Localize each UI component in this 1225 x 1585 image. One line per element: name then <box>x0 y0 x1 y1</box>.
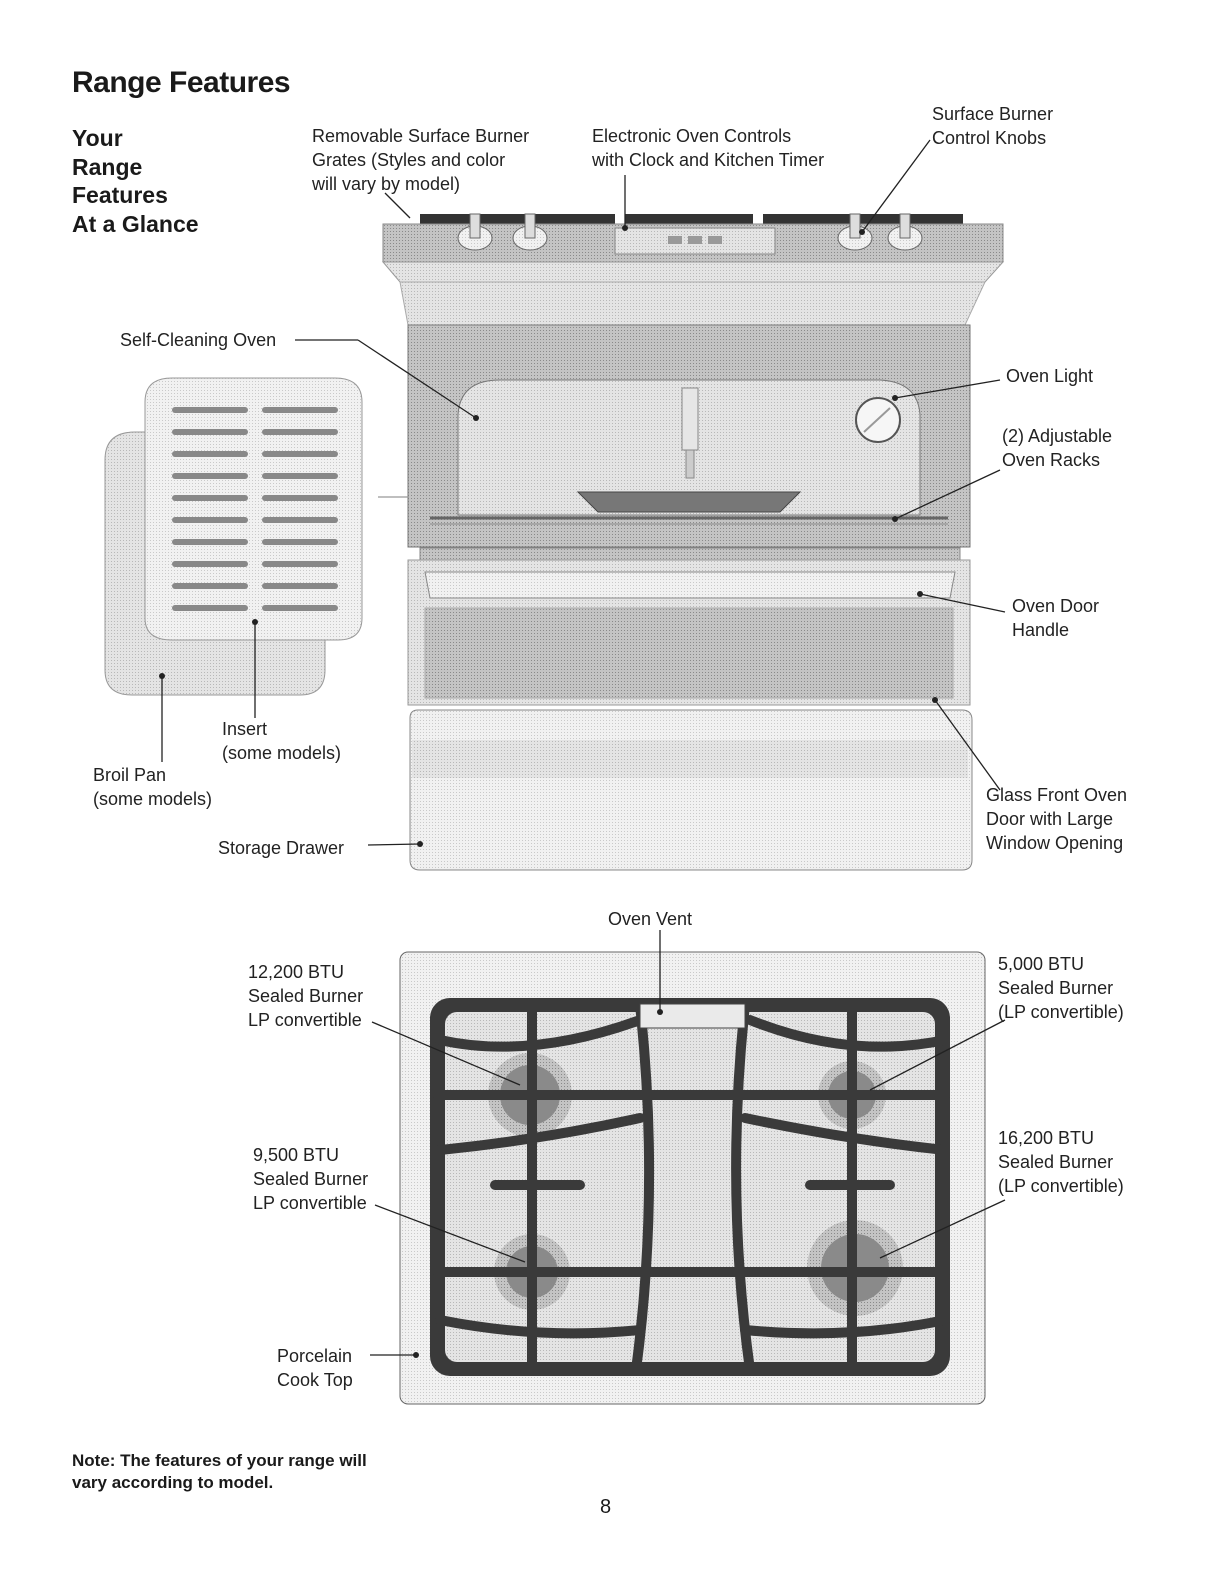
label-glass-door: Glass Front Oven Door with Large Window … <box>986 785 1128 853</box>
page-title: Range Features <box>72 66 291 99</box>
label-door-handle: Oven Door Handle <box>1012 596 1100 640</box>
oven-rack <box>430 516 948 525</box>
label-broil-pan: Broil Pan (some models) <box>93 765 213 809</box>
note-text: Note: The features of your range will va… <box>72 1451 367 1492</box>
range-front <box>381 213 1005 871</box>
label-cooktop: Porcelain Cook Top <box>277 1346 353 1390</box>
leader-lines <box>161 139 1006 1356</box>
page-subtitle: Your Range Features At a Glance <box>72 125 199 237</box>
storage-drawer <box>409 709 973 871</box>
page-number: 8 <box>600 1496 612 1518</box>
label-self-clean: Self-Cleaning Oven <box>120 330 277 350</box>
label-racks: (2) Adjustable Oven Racks <box>1002 426 1113 470</box>
label-storage-drawer: Storage Drawer <box>218 838 345 858</box>
label-burner-right-rear: 16,200 BTU Sealed Burner (LP convertible… <box>998 1128 1124 1196</box>
left-control-knobs <box>457 213 548 251</box>
label-grates: Removable Surface Burner Grates (Styles … <box>312 126 530 194</box>
label-burner-right-front: 5,000 BTU Sealed Burner (LP convertible) <box>998 954 1124 1022</box>
label-controls: Electronic Oven Controls with Clock and … <box>592 126 825 170</box>
label-oven-vent: Oven Vent <box>608 909 693 929</box>
label-insert: Insert (some models) <box>222 719 342 763</box>
electronic-controls-panel <box>614 225 776 255</box>
label-burner-left-rear: 9,500 BTU Sealed Burner LP convertible <box>253 1145 369 1213</box>
label-knobs: Surface Burner Control Knobs <box>932 104 1054 148</box>
cooktop-illustration <box>399 951 986 1405</box>
label-burner-left-front: 12,200 BTU Sealed Burner LP convertible <box>248 962 364 1030</box>
label-oven-light: Oven Light <box>1006 366 1094 386</box>
right-control-knobs <box>837 213 923 251</box>
broil-pan-illustration <box>104 377 363 696</box>
oven-light <box>855 395 901 443</box>
